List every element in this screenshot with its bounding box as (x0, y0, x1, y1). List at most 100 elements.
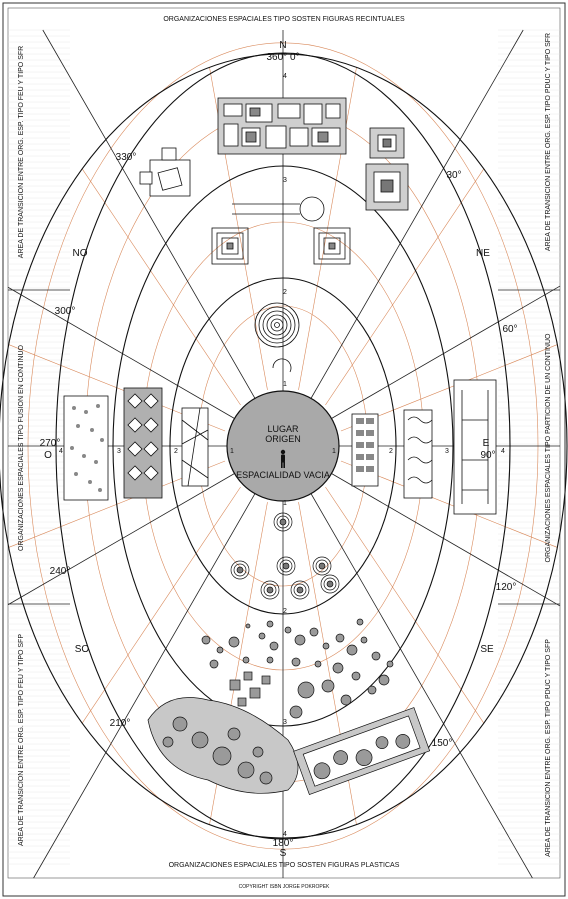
target-1-2 (236, 566, 244, 574)
dot-12 (346, 644, 358, 656)
label-left-bottom: AREA DE TRANSICION ENTRE ORG. ESP. TIPO … (18, 634, 25, 846)
plan-west-inner (181, 407, 209, 487)
target-0-0 (273, 512, 293, 532)
target-6-2 (296, 586, 304, 594)
compass-e-deg: 90° (480, 450, 495, 461)
north-drawings (139, 97, 409, 373)
orange-ray-15 (298, 67, 357, 391)
deg-210: 210° (110, 718, 131, 729)
ring-num-w2: 2 (174, 448, 178, 455)
human-figure-icon (280, 449, 286, 468)
deg-240: 240° (50, 566, 71, 577)
target-2-2 (282, 562, 290, 570)
center-label-1: LUGAR (267, 424, 299, 434)
ray-60 (331, 285, 561, 419)
target-4-0 (260, 580, 280, 600)
ring-num-s2: 2 (283, 608, 287, 615)
orange-ray-135 (325, 486, 485, 724)
deg-330: 330° (116, 152, 137, 163)
target-2-1 (279, 559, 293, 573)
orange-ray-225 (81, 486, 241, 724)
dot-18 (332, 662, 344, 674)
dot-24 (367, 685, 377, 695)
center-disc (226, 390, 340, 502)
south-drawings (147, 512, 431, 796)
dot-7 (284, 626, 292, 634)
compass-n-deg: 360° 0° (266, 52, 299, 63)
compass-w: O (44, 450, 52, 461)
dot-3 (242, 656, 250, 664)
deg-150: 150° (432, 738, 453, 749)
target-4-2 (266, 586, 274, 594)
ray-120 (331, 473, 561, 607)
target-5-2 (326, 580, 334, 588)
ray-330 (42, 29, 256, 399)
top-title: ORGANIZACIONES ESPACIALES TIPO SOSTEN FI… (163, 16, 405, 23)
ring-num-n1: 1 (283, 381, 287, 388)
dot-6 (269, 641, 279, 651)
keyhole-circle (299, 196, 325, 222)
dot-15 (266, 656, 274, 664)
compass-no: NO (73, 248, 88, 259)
label-left-mid: ORGANIZACIONES ESPACIALES TIPO FUSION EN… (18, 345, 25, 551)
ring-num-e4: 4 (501, 448, 505, 455)
deg-120: 120° (496, 582, 517, 593)
label-right-top: AREA DE TRANSICION ENTRE ORG. ESP. TIPO … (545, 33, 552, 251)
dot-5 (258, 632, 266, 640)
target-1-0 (230, 560, 250, 580)
dot-19 (351, 671, 361, 681)
dot-14 (371, 651, 381, 661)
target-6-0 (290, 580, 310, 600)
dot-20 (297, 681, 315, 699)
dot-29 (356, 618, 364, 626)
plan-west-middle (123, 387, 163, 499)
label-right-mid: ORGANIZACIONES ESPACIALES TIPO PARTICION… (545, 333, 552, 563)
ray-210 (33, 493, 256, 879)
ray-30 (310, 29, 524, 399)
small-arc (272, 358, 292, 373)
dot-2 (228, 636, 240, 648)
target-2-0 (276, 556, 296, 576)
ray-150 (310, 493, 533, 879)
plan-east-outer (453, 379, 497, 515)
dot-4 (209, 659, 219, 669)
target-0-1 (276, 515, 290, 529)
deg-300: 300° (55, 306, 76, 317)
target-5-0 (320, 574, 340, 594)
rect-plan-south-east (293, 707, 431, 796)
dot-27 (266, 620, 274, 628)
deg-60: 60° (502, 324, 517, 335)
dot-1 (216, 646, 224, 654)
compass-n: N (279, 40, 286, 51)
center-label-2: ORIGEN (265, 434, 301, 444)
inner-frame (7, 7, 561, 879)
dot-25 (386, 660, 394, 668)
ring-num-n3: 3 (283, 177, 287, 184)
ring-num-w4: 4 (59, 448, 63, 455)
compass-se: SE (480, 644, 494, 655)
ring-num-n4: 4 (283, 73, 287, 80)
ring-2 (112, 165, 454, 727)
plan-east-middle (403, 409, 433, 499)
spiral (254, 302, 300, 348)
compass-ne: NE (476, 248, 490, 259)
orange-ray-315 (81, 168, 241, 406)
target-0-2 (279, 518, 287, 526)
concentric-rings (0, 52, 568, 840)
center-label-3: ESPACIALIDAD VACIA (236, 470, 330, 480)
background-hatch (8, 29, 560, 865)
dot-16 (291, 657, 301, 667)
target-circles (230, 512, 340, 600)
ring-num-e3: 3 (445, 448, 449, 455)
ring-num-s1: 1 (283, 500, 287, 507)
dot-11 (335, 633, 345, 643)
dot-9 (309, 627, 319, 637)
dot-0 (201, 635, 211, 645)
dot-17 (314, 660, 322, 668)
dot-28 (245, 623, 251, 629)
maze-left (211, 227, 249, 265)
deg-30: 30° (446, 170, 461, 181)
ring-3 (55, 52, 511, 840)
target-3-0 (312, 556, 332, 576)
